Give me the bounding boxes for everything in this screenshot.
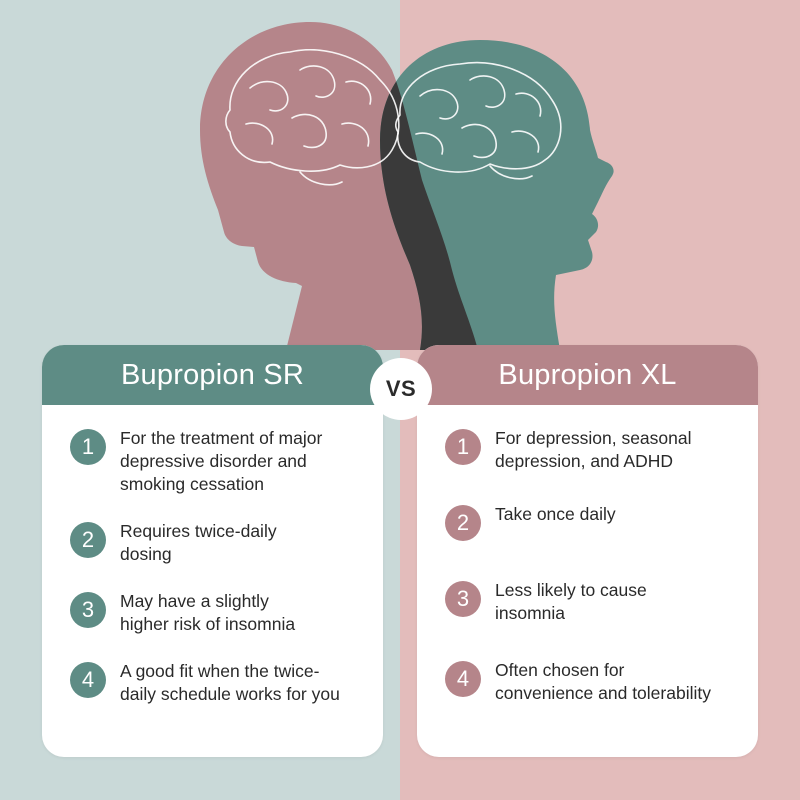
item-text: For depression, seasonal depression, and… [495,428,692,471]
list-item: 1 For depression, seasonal depression, a… [417,427,758,473]
card-header-sr: Bupropion SR [42,345,383,405]
vs-badge: VS [370,358,432,420]
card-bupropion-xl: Bupropion XL 1 For depression, seasonal … [417,345,758,757]
list-item: 4 A good fit when the twice- daily sched… [42,660,383,706]
number-badge: 3 [445,581,481,617]
card-title-sr: Bupropion SR [121,358,304,391]
number-badge: 4 [70,662,106,698]
item-text: For the treatment of major depressive di… [120,428,323,494]
card-bupropion-sr: Bupropion SR 1 For the treatment of majo… [42,345,383,757]
list-item: 3 May have a slightly higher risk of ins… [42,590,383,636]
number-badge: 2 [445,505,481,541]
item-text: A good fit when the twice- daily schedul… [120,661,340,704]
number-badge: 1 [70,429,106,465]
item-text: Take once daily [495,504,616,524]
list-item: 2 Requires twice-daily dosing [42,520,383,566]
item-text: Often chosen for convenience and tolerab… [495,660,711,703]
number-badge: 3 [70,592,106,628]
left-head-icon [200,22,478,350]
card-title-xl: Bupropion XL [498,358,677,391]
list-item: 1 For the treatment of major depressive … [42,427,383,496]
number-badge: 1 [445,429,481,465]
left-brain-icon [225,49,400,186]
card-header-xl: Bupropion XL [417,345,758,405]
item-text: Requires twice-daily dosing [120,521,277,564]
item-text: May have a slightly higher risk of insom… [120,591,296,634]
card-body-sr: 1 For the treatment of major depressive … [42,405,383,706]
list-item: 3 Less likely to cause insomnia [417,579,758,625]
right-brain-icon [395,61,562,180]
card-body-xl: 1 For depression, seasonal depression, a… [417,405,758,705]
number-badge: 4 [445,661,481,697]
item-text: Less likely to cause insomnia [495,580,647,623]
number-badge: 2 [70,522,106,558]
list-item: 2 Take once daily [417,503,758,541]
list-item: 4 Often chosen for convenience and toler… [417,659,758,705]
